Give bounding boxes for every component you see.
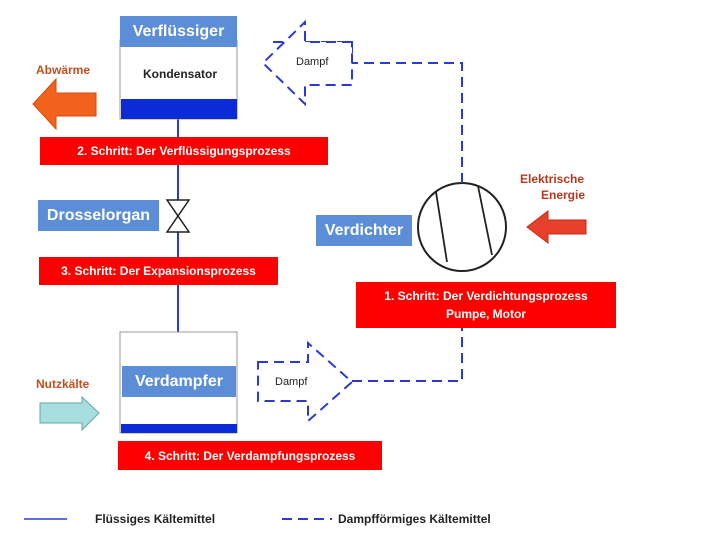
step-4-label: 4. Schritt: Der Verdampfungsprozess — [118, 441, 382, 470]
step-2-label: 2. Schritt: Der Verflüssigungsprozess — [40, 137, 328, 165]
vapor-top-label: Dampf — [296, 56, 329, 68]
vapor-arrow-top — [261, 19, 353, 107]
condenser-liquid-fill — [121, 99, 237, 119]
waste-heat-label: Abwärme — [36, 63, 91, 77]
waste-heat-arrow — [32, 77, 97, 131]
step-1-line2: Pumpe, Motor — [446, 307, 526, 321]
legend-vapor-label: Dampfförmiges Kältemittel — [338, 512, 491, 526]
evaporator-liquid-fill — [121, 424, 237, 433]
condenser-inner-label: Kondensator — [143, 67, 218, 81]
step-1-label: 1. Schritt: Der Verdichtungsprozess Pump… — [356, 282, 616, 328]
compressor-icon — [417, 182, 507, 272]
electric-energy-label-line1: Elektrische — [520, 172, 585, 186]
electric-energy-label-line2: Energie — [541, 188, 586, 202]
vapor-line-bottom — [352, 328, 463, 382]
condenser-label: Verflüssiger — [120, 16, 237, 47]
step-1-line1: 1. Schritt: Der Verdichtungsprozess — [384, 289, 588, 303]
electric-energy-arrow — [526, 209, 587, 245]
compressor-label: Verdichter — [316, 215, 412, 246]
vapor-arrow-bottom — [257, 340, 354, 424]
evaporator-label: Verdampfer — [122, 366, 236, 397]
step-3-label: 3. Schritt: Der Expansionsprozess — [39, 257, 278, 285]
vapor-bottom-label: Dampf — [275, 376, 308, 388]
throttle-label: Drosselorgan — [38, 200, 159, 231]
legend-liquid-label: Flüssiges Kältemittel — [95, 512, 216, 526]
useful-cold-arrow — [39, 395, 100, 432]
throttle-valve-icon — [165, 199, 191, 233]
useful-cold-label: Nutzkälte — [36, 377, 90, 391]
